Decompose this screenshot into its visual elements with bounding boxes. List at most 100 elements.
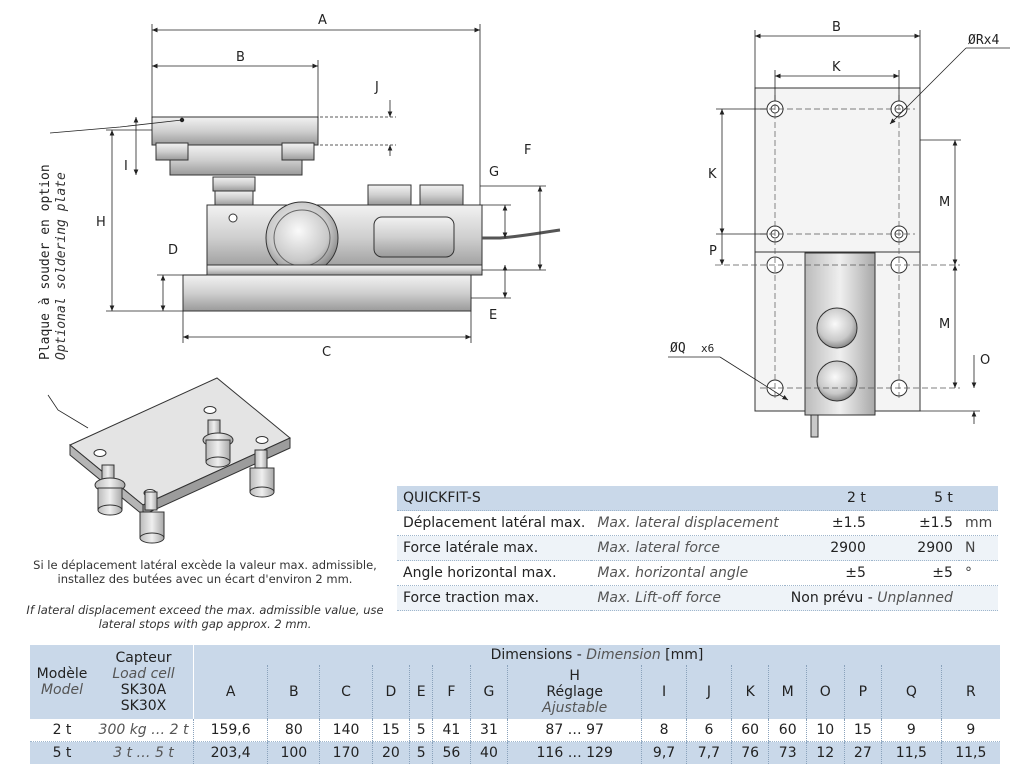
table-row: Déplacement latéral max. Max. lateral di… xyxy=(397,510,999,536)
dim-label-D: D xyxy=(168,243,178,258)
cell-M: 73 xyxy=(768,741,807,764)
cell-D: 20 xyxy=(371,741,410,764)
plate-label-fr: Plaque à souder en option xyxy=(38,164,53,360)
table-row: 5 t 3 t … 5 t 203,4 100 170 20 5 56 40 1… xyxy=(30,741,1000,764)
dim-label-G: G xyxy=(489,165,499,180)
col-header-H-fr: Réglage xyxy=(546,684,603,700)
col-header-E: E xyxy=(409,665,433,719)
cell-Q: 9 xyxy=(881,719,942,742)
note-fr-line1: Si le déplacement latéral excède la vale… xyxy=(33,558,377,572)
dim-label-F: F xyxy=(524,143,531,158)
row-cell: 3 t … 5 t xyxy=(94,741,194,764)
model-header: Modèle Model xyxy=(30,645,94,719)
dim-label-Q-count: x6 xyxy=(701,342,714,355)
dim-label-I: I xyxy=(124,159,128,174)
dim-label-R: ØRx4 xyxy=(968,33,999,48)
dim-label-B: B xyxy=(236,50,245,65)
cell-J: 6 xyxy=(686,719,732,742)
side-view xyxy=(151,116,561,312)
plate-leader xyxy=(47,394,89,429)
model-header-fr: Modèle xyxy=(36,666,88,682)
value-2t: ±5 xyxy=(784,560,872,586)
col-header-Q: Q xyxy=(881,665,942,719)
unit: N xyxy=(958,535,999,561)
col-header-B: B xyxy=(267,665,320,719)
note-en-line2: lateral stops with gap approx. 2 mm. xyxy=(98,617,312,631)
dim-label-P: P xyxy=(709,244,717,259)
col-header-H-title: H xyxy=(569,668,580,684)
unit: ° xyxy=(958,560,999,586)
col-header-D: D xyxy=(371,665,410,719)
cell-J: 7,7 xyxy=(686,741,732,764)
dim-label-E: E xyxy=(489,308,497,323)
dim-label-C: C xyxy=(322,345,331,360)
technical-drawing: A B J I H D C F G E Plaque à souder en o… xyxy=(38,13,1010,544)
value-merged: Non prévu - Unplanned xyxy=(784,585,959,611)
dimensions-header-row: Modèle Model Capteur Load cell SK30A SK3… xyxy=(30,645,1000,719)
table-row: Force latérale max. Max. lateral force 2… xyxy=(397,535,999,561)
dimensions-title-en: Dimension xyxy=(586,647,661,663)
cell-B: 80 xyxy=(267,719,320,742)
dim-label-B-top: B xyxy=(832,20,841,35)
table-row: 2 t 300 kg … 2 t 159,6 80 140 15 5 41 31… xyxy=(30,719,1000,742)
cell-F: 41 xyxy=(432,719,471,742)
row-model: 2 t xyxy=(30,719,94,742)
top-view-dimensions xyxy=(668,30,1010,424)
plate-label: Plaque à souder en option Optional solde… xyxy=(38,164,69,360)
dim-label-K-side: K xyxy=(708,167,717,182)
dim-label-H: H xyxy=(96,215,106,230)
cell-D: 15 xyxy=(371,719,410,742)
cell-R: 11,5 xyxy=(940,741,1000,764)
col-header-C: C xyxy=(319,665,373,719)
cell-C: 170 xyxy=(319,741,373,764)
col-header-K: K xyxy=(730,665,769,719)
soldering-plate-illustration xyxy=(69,377,291,544)
cell-M: 60 xyxy=(768,719,807,742)
col-header-F: F xyxy=(432,665,471,719)
cell-A: 159,6 xyxy=(192,719,268,742)
row-label-en: Max. horizontal angle xyxy=(591,560,785,586)
cell-model-1: SK30A xyxy=(120,682,167,698)
col-header-I: I xyxy=(641,665,687,719)
side-view-labels: A B J I H D C F G E xyxy=(96,13,531,360)
dimensions-table: Modèle Model Capteur Load cell SK30A SK3… xyxy=(30,645,1000,764)
row-label-fr: Force traction max. xyxy=(397,585,592,611)
unit xyxy=(958,585,999,611)
cell-G: 40 xyxy=(469,741,508,764)
cell-H: 116 … 129 xyxy=(507,741,642,764)
note-english: If lateral displacement exceed the max. … xyxy=(20,603,390,631)
model-header-en: Model xyxy=(40,682,84,698)
cell-I: 8 xyxy=(641,719,687,742)
cell-P: 27 xyxy=(843,741,882,764)
dim-label-A: A xyxy=(318,13,327,28)
dim-label-J: J xyxy=(374,80,379,95)
dim-label-M-top: M xyxy=(939,195,950,210)
dimensions-column-header-row: A B C D E F G H Réglage Ajustable I J K … xyxy=(30,665,1000,719)
row-label-fr: Force latérale max. xyxy=(397,535,592,561)
dimensions-title-fr: Dimensions - xyxy=(490,647,587,663)
dim-label-Q: ØQ xyxy=(670,341,686,356)
cell-F: 56 xyxy=(432,741,471,764)
value-2t: 2900 xyxy=(784,535,872,561)
dimensions-title-unit: [mm] xyxy=(660,647,704,663)
value-merged-fr: Non prévu xyxy=(790,590,864,606)
col-header-H-en: Ajustable xyxy=(542,700,608,716)
value-merged-en: Unplanned xyxy=(877,590,953,606)
cell-O: 10 xyxy=(806,719,845,742)
row-label-en: Max. Lift-off force xyxy=(591,585,785,611)
note-en-line1: If lateral displacement exceed the max. … xyxy=(26,603,384,617)
quickfit-col-5t: 5 t xyxy=(871,486,959,511)
row-model: 5 t xyxy=(30,741,94,764)
note-fr-line2: installez des butées avec un écart d'env… xyxy=(57,572,353,586)
quickfit-header: QUICKFIT-S 2 t 5 t xyxy=(397,486,999,511)
col-header-H: H Réglage Ajustable xyxy=(507,665,642,719)
quickfit-unit-header xyxy=(958,486,999,511)
cell-P: 15 xyxy=(843,719,882,742)
cell-G: 31 xyxy=(469,719,508,742)
quickfit-col-2t: 2 t xyxy=(784,486,872,511)
col-header-P: P xyxy=(843,665,882,719)
cell-R: 9 xyxy=(940,719,1000,742)
dim-label-M-bottom: M xyxy=(939,317,950,332)
cell-header-fr: Capteur xyxy=(115,650,172,666)
cell-K: 60 xyxy=(730,719,769,742)
